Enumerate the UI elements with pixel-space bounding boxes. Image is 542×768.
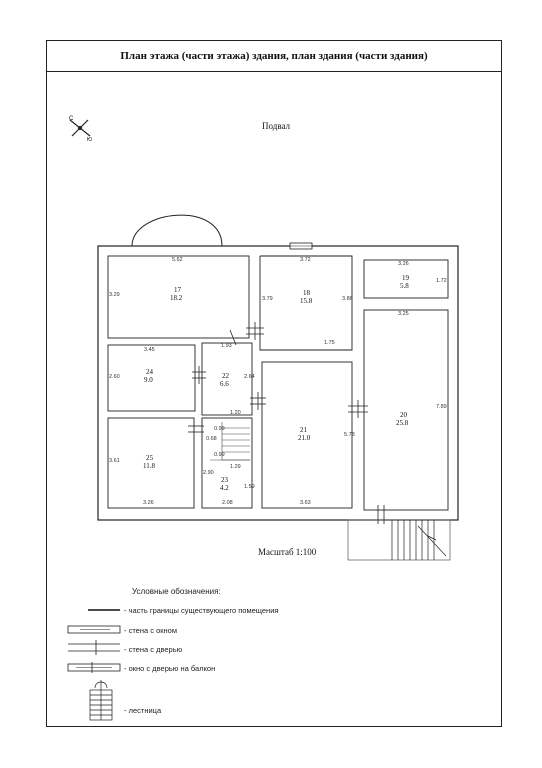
room-23-side-right: 1.59 [244, 484, 255, 490]
stair-dim-3: 0.68 [206, 436, 217, 442]
room-25-area: 11.8 [143, 462, 155, 470]
room-23-side-left: 2.90 [203, 470, 214, 476]
room-18-bottom: 1.75 [324, 340, 335, 346]
scale-label: Масштаб 1:100 [258, 547, 317, 557]
room-17-top: 5.62 [172, 257, 183, 263]
room-24-top: 3.45 [144, 347, 155, 353]
room-21-bottom: 3.63 [300, 500, 311, 506]
room-18-side-left: 3.79 [262, 296, 273, 302]
stair-dim-2: 0.99 [214, 426, 225, 432]
room-19-number: 19 [402, 274, 409, 282]
legend-heading: Условные обозначения: [132, 587, 221, 596]
room-20-top: 3.25 [398, 311, 409, 317]
room-19-top: 3.26 [398, 261, 409, 267]
room-24-number: 24 [146, 368, 153, 376]
room-20-area: 25.8 [396, 419, 409, 427]
room-22-number: 22 [222, 372, 229, 380]
room-19-side: 1.72 [436, 278, 447, 284]
floor-label: Подвал [262, 121, 291, 131]
legend-item-door-wall: - стена с дверью [124, 645, 183, 654]
room-22-top: 1.93 [221, 343, 232, 349]
room-21-area: 21.0 [298, 434, 311, 442]
room-23-bottom: 2.08 [222, 500, 233, 506]
room-23-area: 4.2 [220, 484, 229, 492]
compass-icon: С Ю [66, 114, 94, 142]
room-17-number: 17 [174, 286, 181, 294]
room-18-top: 3.72 [300, 257, 311, 263]
room-20-number: 20 [400, 411, 407, 419]
room-21-number: 21 [300, 426, 307, 434]
legend-item-stairs: - лестница [124, 706, 162, 715]
room-25-bottom: 3.26 [143, 500, 154, 506]
room-19-area: 5.8 [400, 282, 409, 290]
legend-item-boundary: - часть границы существующего помещения [124, 606, 279, 615]
room-23-top: 1.29 [230, 464, 241, 470]
room-25-side: 3.61 [109, 458, 120, 464]
room-22-side: 2.64 [244, 374, 255, 380]
room-20-side: 7.89 [436, 404, 447, 410]
room-22-area: 6.6 [220, 380, 229, 388]
plan-title: План этажа (части этажа) здания, план зд… [47, 41, 501, 72]
room-24-side: 2.60 [109, 374, 120, 380]
room-24-area: 9.0 [144, 376, 153, 384]
room-18-area: 15.8 [300, 297, 313, 305]
room-25-number: 25 [146, 454, 153, 462]
svg-text:С: С [69, 116, 74, 122]
svg-text:Ю: Ю [87, 137, 92, 142]
room-21-side: 5.78 [344, 432, 355, 438]
room-23-number: 23 [221, 476, 228, 484]
legend-item-window-wall: - стена с окном [124, 626, 178, 635]
room-18-side-right: 3.86 [342, 296, 353, 302]
room-18-number: 18 [303, 289, 310, 297]
room-17-side: 3.29 [109, 292, 120, 298]
stair-dim-4: 0.99 [214, 452, 225, 458]
plan-frame: План этажа (части этажа) здания, план зд… [46, 40, 502, 727]
room-17-area: 18.2 [170, 294, 183, 302]
stair-dim-1: 1.20 [230, 410, 241, 416]
legend-item-balcony-door: - окно с дверью на балкон [124, 664, 216, 673]
